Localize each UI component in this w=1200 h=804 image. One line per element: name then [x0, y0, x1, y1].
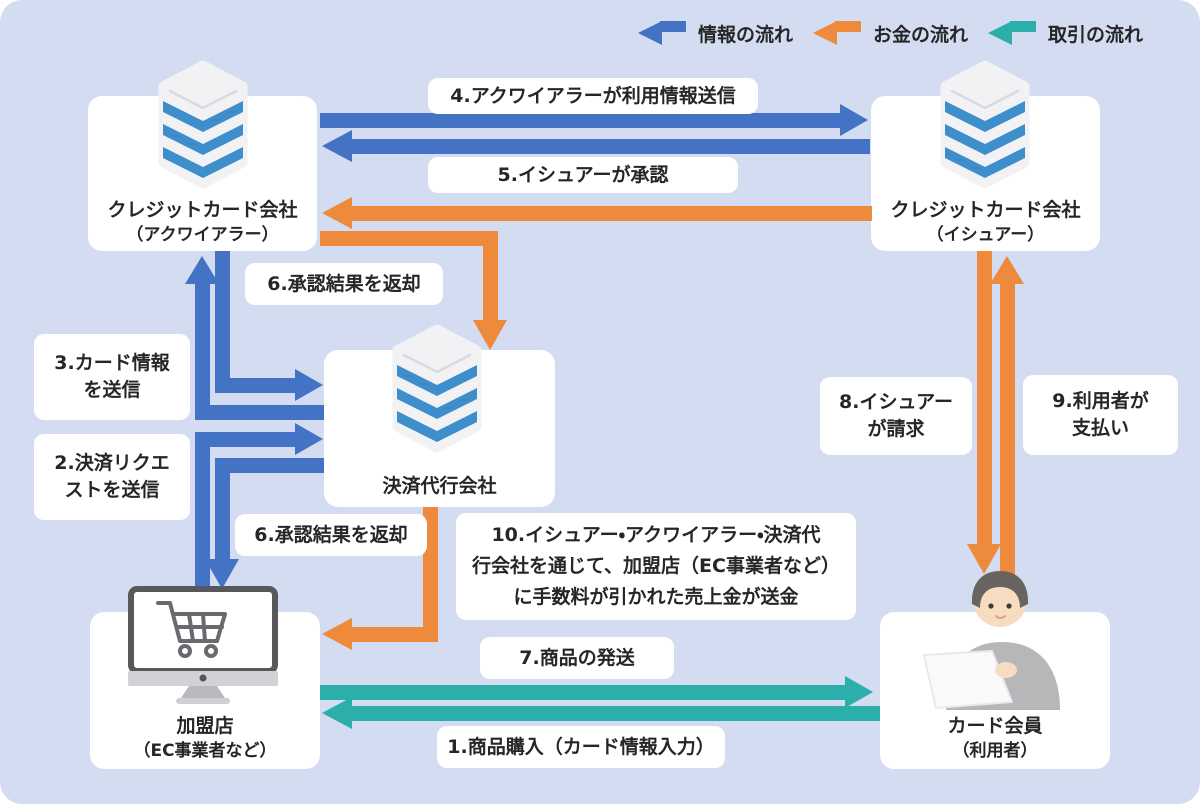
arrow-segment: [215, 378, 295, 393]
arrow-head: [322, 697, 352, 729]
arrow-segment: [215, 458, 324, 473]
arrow-head: [990, 256, 1024, 284]
node-member-label: カード会員 （利用者）: [947, 715, 1043, 761]
arrow-head: [185, 256, 219, 284]
legend-item-money: お金の流れ: [813, 20, 968, 47]
flow-label-4: 4.アクワイアラーが利用情報送信: [428, 78, 758, 114]
flow-label-7: 7.商品の発送: [480, 637, 674, 679]
flow-label-3: 3.カード情報 を送信: [34, 334, 190, 420]
legend: 情報の流れ お金の流れ 取引の流れ: [638, 18, 1143, 48]
node-issuer-label: クレジットカード会社 （イシュアー）: [890, 199, 1081, 245]
arrow-segment: [215, 251, 230, 393]
flow-label-10: 10.イシュアー・アクワイアラー・決済代 行会社を通じて、加盟店（EC事業者など…: [456, 513, 856, 620]
money-flow-arrow-icon: [813, 21, 862, 45]
arrow-head: [322, 130, 352, 162]
arrow-segment: [215, 458, 230, 560]
flow-label-2: 2.決済リクエ ストを送信: [34, 434, 190, 520]
arrow-segment: [195, 432, 210, 588]
arrow-segment: [977, 251, 992, 545]
merchant-monitor-cart-icon: [127, 586, 279, 704]
issuer-server-icon: [937, 60, 1033, 194]
arrow-segment: [352, 139, 870, 154]
arrow-head: [295, 369, 323, 401]
acquirer-server-icon: [155, 60, 251, 194]
member-person-laptop-icon: [908, 558, 1098, 710]
node-processor-label: 決済代行会社: [382, 475, 497, 497]
flow-label-6b: 6.承認結果を返却: [235, 514, 427, 556]
arrow-segment: [195, 432, 295, 447]
legend-item-transaction: 取引の流れ: [988, 20, 1143, 47]
arrow-head: [295, 423, 323, 455]
arrow-segment: [352, 206, 872, 221]
legend-item-info: 情報の流れ: [638, 20, 793, 47]
flow-label-5: 5.イシュアーが承認: [428, 157, 738, 193]
flow-label-8: 8.イシュアー が請求: [820, 377, 972, 455]
arrow-segment: [320, 685, 845, 700]
arrow-head: [840, 104, 868, 136]
processor-server-icon: [389, 324, 485, 458]
arrow-segment: [352, 706, 880, 721]
arrow-segment: [195, 283, 210, 420]
arrow-head: [322, 618, 352, 650]
arrow-segment: [483, 231, 498, 320]
arrow-segment: [320, 231, 498, 246]
node-acquirer-label: クレジットカード会社 （アクワイアラー）: [107, 199, 298, 245]
flow-label-6a: 6.承認結果を返却: [245, 263, 443, 305]
node-merchant-label: 加盟店 （EC事業者など）: [133, 715, 277, 761]
arrow-segment: [352, 627, 438, 642]
info-flow-arrow-icon: [638, 21, 686, 45]
legend-label: 情報の流れ: [698, 23, 794, 46]
arrow-head: [205, 559, 239, 589]
arrow-segment: [195, 405, 324, 420]
arrow-segment: [320, 113, 840, 128]
arrow-segment: [1000, 284, 1015, 584]
flow-label-9: 9.利用者が 支払い: [1023, 375, 1178, 455]
arrow-head: [845, 676, 873, 708]
arrow-head: [322, 197, 352, 229]
legend-label: お金の流れ: [873, 23, 969, 46]
transaction-flow-arrow-icon: [988, 21, 1037, 45]
legend-label: 取引の流れ: [1048, 23, 1144, 46]
flow-label-1: 1.商品購入（カード情報入力）: [437, 726, 725, 768]
